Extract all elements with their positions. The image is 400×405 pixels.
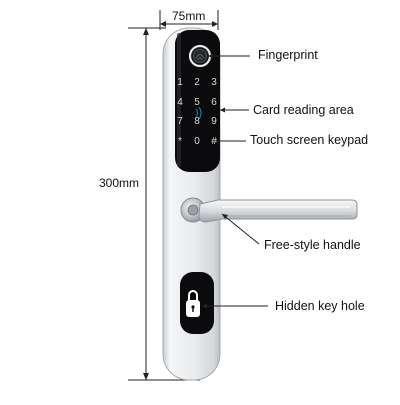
callout-card-reading: Card reading area xyxy=(253,103,354,117)
callout-handle: Free-style handle xyxy=(264,238,361,252)
card-reader-icon xyxy=(195,106,202,120)
keypad-key-3[interactable]: 3 xyxy=(211,77,217,88)
callout-key-hole: Hidden key hole xyxy=(275,299,365,313)
height-dimension xyxy=(128,27,200,381)
callout-fingerprint: Fingerprint xyxy=(258,48,318,62)
lever-handle[interactable] xyxy=(198,199,358,223)
keypad-key-hash[interactable]: # xyxy=(211,136,217,147)
fingerprint-sensor[interactable] xyxy=(188,44,212,68)
height-label: 300mm xyxy=(99,176,140,190)
key-hole-cover[interactable] xyxy=(180,272,214,334)
keypad-key-8[interactable]: 8 xyxy=(194,116,200,127)
keypad-key-7[interactable]: 7 xyxy=(177,116,183,127)
keypad-key-4[interactable]: 4 xyxy=(177,97,183,108)
keypad-key-5[interactable]: 5 xyxy=(194,97,200,108)
callout-touch-keypad: Touch screen keypad xyxy=(250,133,369,147)
keypad-key-9[interactable]: 9 xyxy=(211,116,217,127)
width-dimension xyxy=(159,10,219,30)
keypad-key-2[interactable]: 2 xyxy=(194,77,200,88)
keypad-key-1[interactable]: 1 xyxy=(177,77,183,88)
keypad-key-0[interactable]: 0 xyxy=(194,136,200,147)
keypad-screen xyxy=(175,30,220,172)
keypad-key-star[interactable]: * xyxy=(178,136,182,147)
keypad-key-6[interactable]: 6 xyxy=(211,97,217,108)
width-label: 75mm xyxy=(172,9,206,23)
